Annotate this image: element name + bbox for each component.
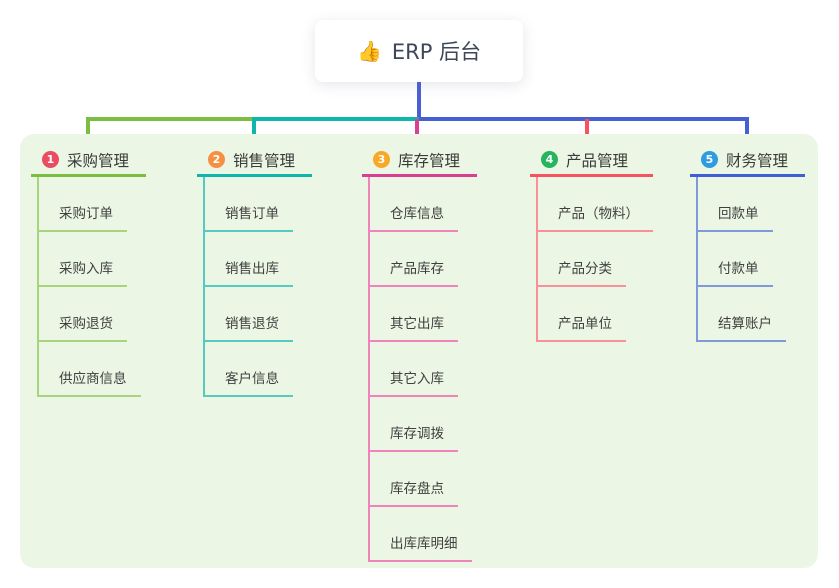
badge-4-icon: 4 xyxy=(541,151,558,168)
node-outbound-detail: 出库库明细 xyxy=(370,507,477,562)
node-sales-return: 销售退货 xyxy=(205,287,312,342)
branch-procurement: 1 采购管理 采购订单 采购入库 采购退货 供应商信息 xyxy=(31,150,146,397)
badge-5-icon: 5 xyxy=(701,151,718,168)
node-other-outbound: 其它出库 xyxy=(370,287,477,342)
branches-board xyxy=(20,134,818,568)
node-product-stock: 产品库存 xyxy=(370,232,477,287)
branch-finance-children: 回款单 付款单 结算账户 xyxy=(696,177,805,342)
node-supplier-info: 供应商信息 xyxy=(39,342,146,397)
node-payment-doc: 付款单 xyxy=(698,232,805,287)
node-label[interactable]: 产品单位 xyxy=(538,312,626,342)
branch-title-label: 采购管理 xyxy=(67,151,130,170)
node-label[interactable]: 其它出库 xyxy=(370,312,458,342)
branch-title-label: 库存管理 xyxy=(398,151,461,170)
node-purchase-inbound: 采购入库 xyxy=(39,232,146,287)
branch-finance-title[interactable]: 5 财务管理 xyxy=(690,150,805,177)
node-label[interactable]: 回款单 xyxy=(698,202,773,232)
node-label[interactable]: 付款单 xyxy=(698,257,773,287)
node-purchase-order: 采购订单 xyxy=(39,177,146,232)
branch-sales-children: 销售订单 销售出库 销售退货 客户信息 xyxy=(203,177,312,397)
node-label[interactable]: 出库库明细 xyxy=(370,532,472,562)
node-label[interactable]: 客户信息 xyxy=(205,367,293,397)
branch-sales: 2 销售管理 销售订单 销售出库 销售退货 客户信息 xyxy=(197,150,312,397)
badge-1-icon: 1 xyxy=(42,151,59,168)
branch-title-label: 财务管理 xyxy=(726,151,789,170)
node-settlement-account: 结算账户 xyxy=(698,287,805,342)
connector-horizontal-branch1 xyxy=(86,117,254,121)
node-label[interactable]: 库存调拨 xyxy=(370,422,458,452)
node-label[interactable]: 产品（物料） xyxy=(538,202,653,232)
node-label[interactable]: 供应商信息 xyxy=(39,367,141,397)
node-label[interactable]: 采购入库 xyxy=(39,257,127,287)
node-label[interactable]: 采购订单 xyxy=(39,202,127,232)
node-product-material: 产品（物料） xyxy=(538,177,653,232)
node-stock-count: 库存盘点 xyxy=(370,452,477,507)
badge-2-icon: 2 xyxy=(208,151,225,168)
node-label[interactable]: 库存盘点 xyxy=(370,477,458,507)
branch-product: 4 产品管理 产品（物料） 产品分类 产品单位 xyxy=(530,150,653,342)
node-product-unit: 产品单位 xyxy=(538,287,653,342)
node-label[interactable]: 结算账户 xyxy=(698,312,786,342)
branch-procurement-title[interactable]: 1 采购管理 xyxy=(31,150,146,177)
node-sales-outbound: 销售出库 xyxy=(205,232,312,287)
node-label[interactable]: 仓库信息 xyxy=(370,202,458,232)
root-node-erp-backend[interactable]: 👍 ERP 后台 xyxy=(315,20,523,82)
node-purchase-return: 采购退货 xyxy=(39,287,146,342)
branch-title-label: 销售管理 xyxy=(233,151,296,170)
node-label[interactable]: 其它入库 xyxy=(370,367,458,397)
node-stock-transfer: 库存调拨 xyxy=(370,397,477,452)
branch-title-label: 产品管理 xyxy=(566,151,629,170)
node-warehouse-info: 仓库信息 xyxy=(370,177,477,232)
branch-procurement-children: 采购订单 采购入库 采购退货 供应商信息 xyxy=(37,177,146,397)
node-label[interactable]: 产品库存 xyxy=(370,257,458,287)
badge-3-icon: 3 xyxy=(373,151,390,168)
branch-finance: 5 财务管理 回款单 付款单 结算账户 xyxy=(690,150,805,342)
node-customer-info: 客户信息 xyxy=(205,342,312,397)
branch-product-title[interactable]: 4 产品管理 xyxy=(530,150,653,177)
root-node-label: ERP 后台 xyxy=(391,40,482,64)
branch-inventory-title[interactable]: 3 库存管理 xyxy=(362,150,477,177)
connector-root-vertical xyxy=(417,82,421,119)
connector-horizontal-branch5 xyxy=(419,117,749,121)
node-label[interactable]: 产品分类 xyxy=(538,257,626,287)
node-label[interactable]: 销售出库 xyxy=(205,257,293,287)
branch-sales-title[interactable]: 2 销售管理 xyxy=(197,150,312,177)
node-sales-order: 销售订单 xyxy=(205,177,312,232)
node-other-inbound: 其它入库 xyxy=(370,342,477,397)
node-label[interactable]: 采购退货 xyxy=(39,312,127,342)
node-label[interactable]: 销售订单 xyxy=(205,202,293,232)
node-receipt-doc: 回款单 xyxy=(698,177,805,232)
connector-horizontal-branch2 xyxy=(252,117,419,121)
thumbs-up-icon: 👍 xyxy=(356,39,382,63)
branch-inventory: 3 库存管理 仓库信息 产品库存 其它出库 其它入库 库存调拨 库存盘点 出库库… xyxy=(362,150,477,562)
node-product-category: 产品分类 xyxy=(538,232,653,287)
node-label[interactable]: 销售退货 xyxy=(205,312,293,342)
branch-inventory-children: 仓库信息 产品库存 其它出库 其它入库 库存调拨 库存盘点 出库库明细 xyxy=(368,177,477,562)
branch-product-children: 产品（物料） 产品分类 产品单位 xyxy=(536,177,653,342)
